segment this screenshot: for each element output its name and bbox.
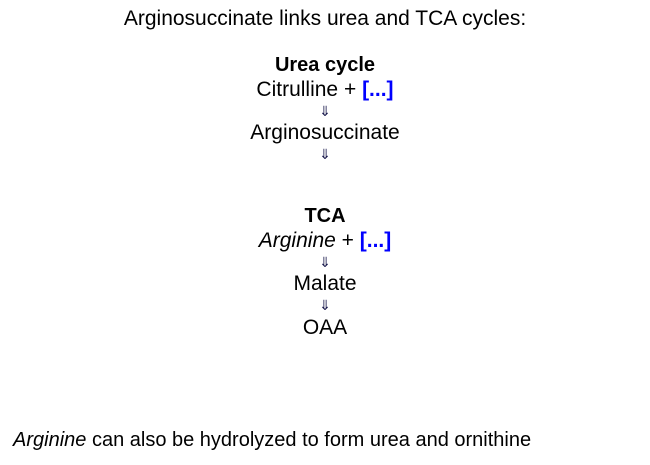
tca-arrow-2-row: ⇓ [0,297,650,315]
double-down-arrow-icon: ⇓ [319,297,331,314]
urea-arrow-2-row: ⇓ [0,146,650,164]
urea-cycle-heading: Urea cycle [274,54,376,77]
tca-substrate-plus: + [335,229,360,253]
footer-italic-term: Arginine [13,429,87,451]
double-down-arrow-icon: ⇓ [319,145,331,162]
double-down-arrow-icon: ⇓ [319,102,331,119]
urea-substrate-label: Citrulline + [256,78,363,102]
urea-substrate-placeholder: [...] [362,78,394,102]
footer-note: Arginine can also be hydrolyzed to form … [13,428,640,452]
tca-cycle-product: OAA [302,315,348,339]
tca-substrate-italic-term: Arginine [258,229,336,253]
urea-arrow-1-row: ⇓ [0,103,650,121]
urea-cycle-product: Arginosuccinate [250,121,400,145]
tca-substrate-placeholder: [...] [359,229,392,253]
footer-rest-text: can also be hydrolyzed to form urea and … [86,429,532,451]
tca-cycle-intermediate: Malate [293,272,357,296]
page-title: Arginosuccinate links urea and TCA cycle… [123,7,527,30]
tca-cycle-block: TCA Arginine + [...] ⇓ Malate ⇓ OAA [0,204,650,340]
tca-cycle-heading: TCA [304,205,346,228]
tca-cycle-substrate-line: Arginine + [...] [0,228,650,254]
urea-cycle-block: Urea cycle Citrulline + [...] ⇓ Arginosu… [0,53,650,163]
tca-arrow-1-row: ⇓ [0,254,650,272]
urea-cycle-substrate-line: Citrulline + [...] [0,77,650,103]
double-down-arrow-icon: ⇓ [319,253,331,270]
